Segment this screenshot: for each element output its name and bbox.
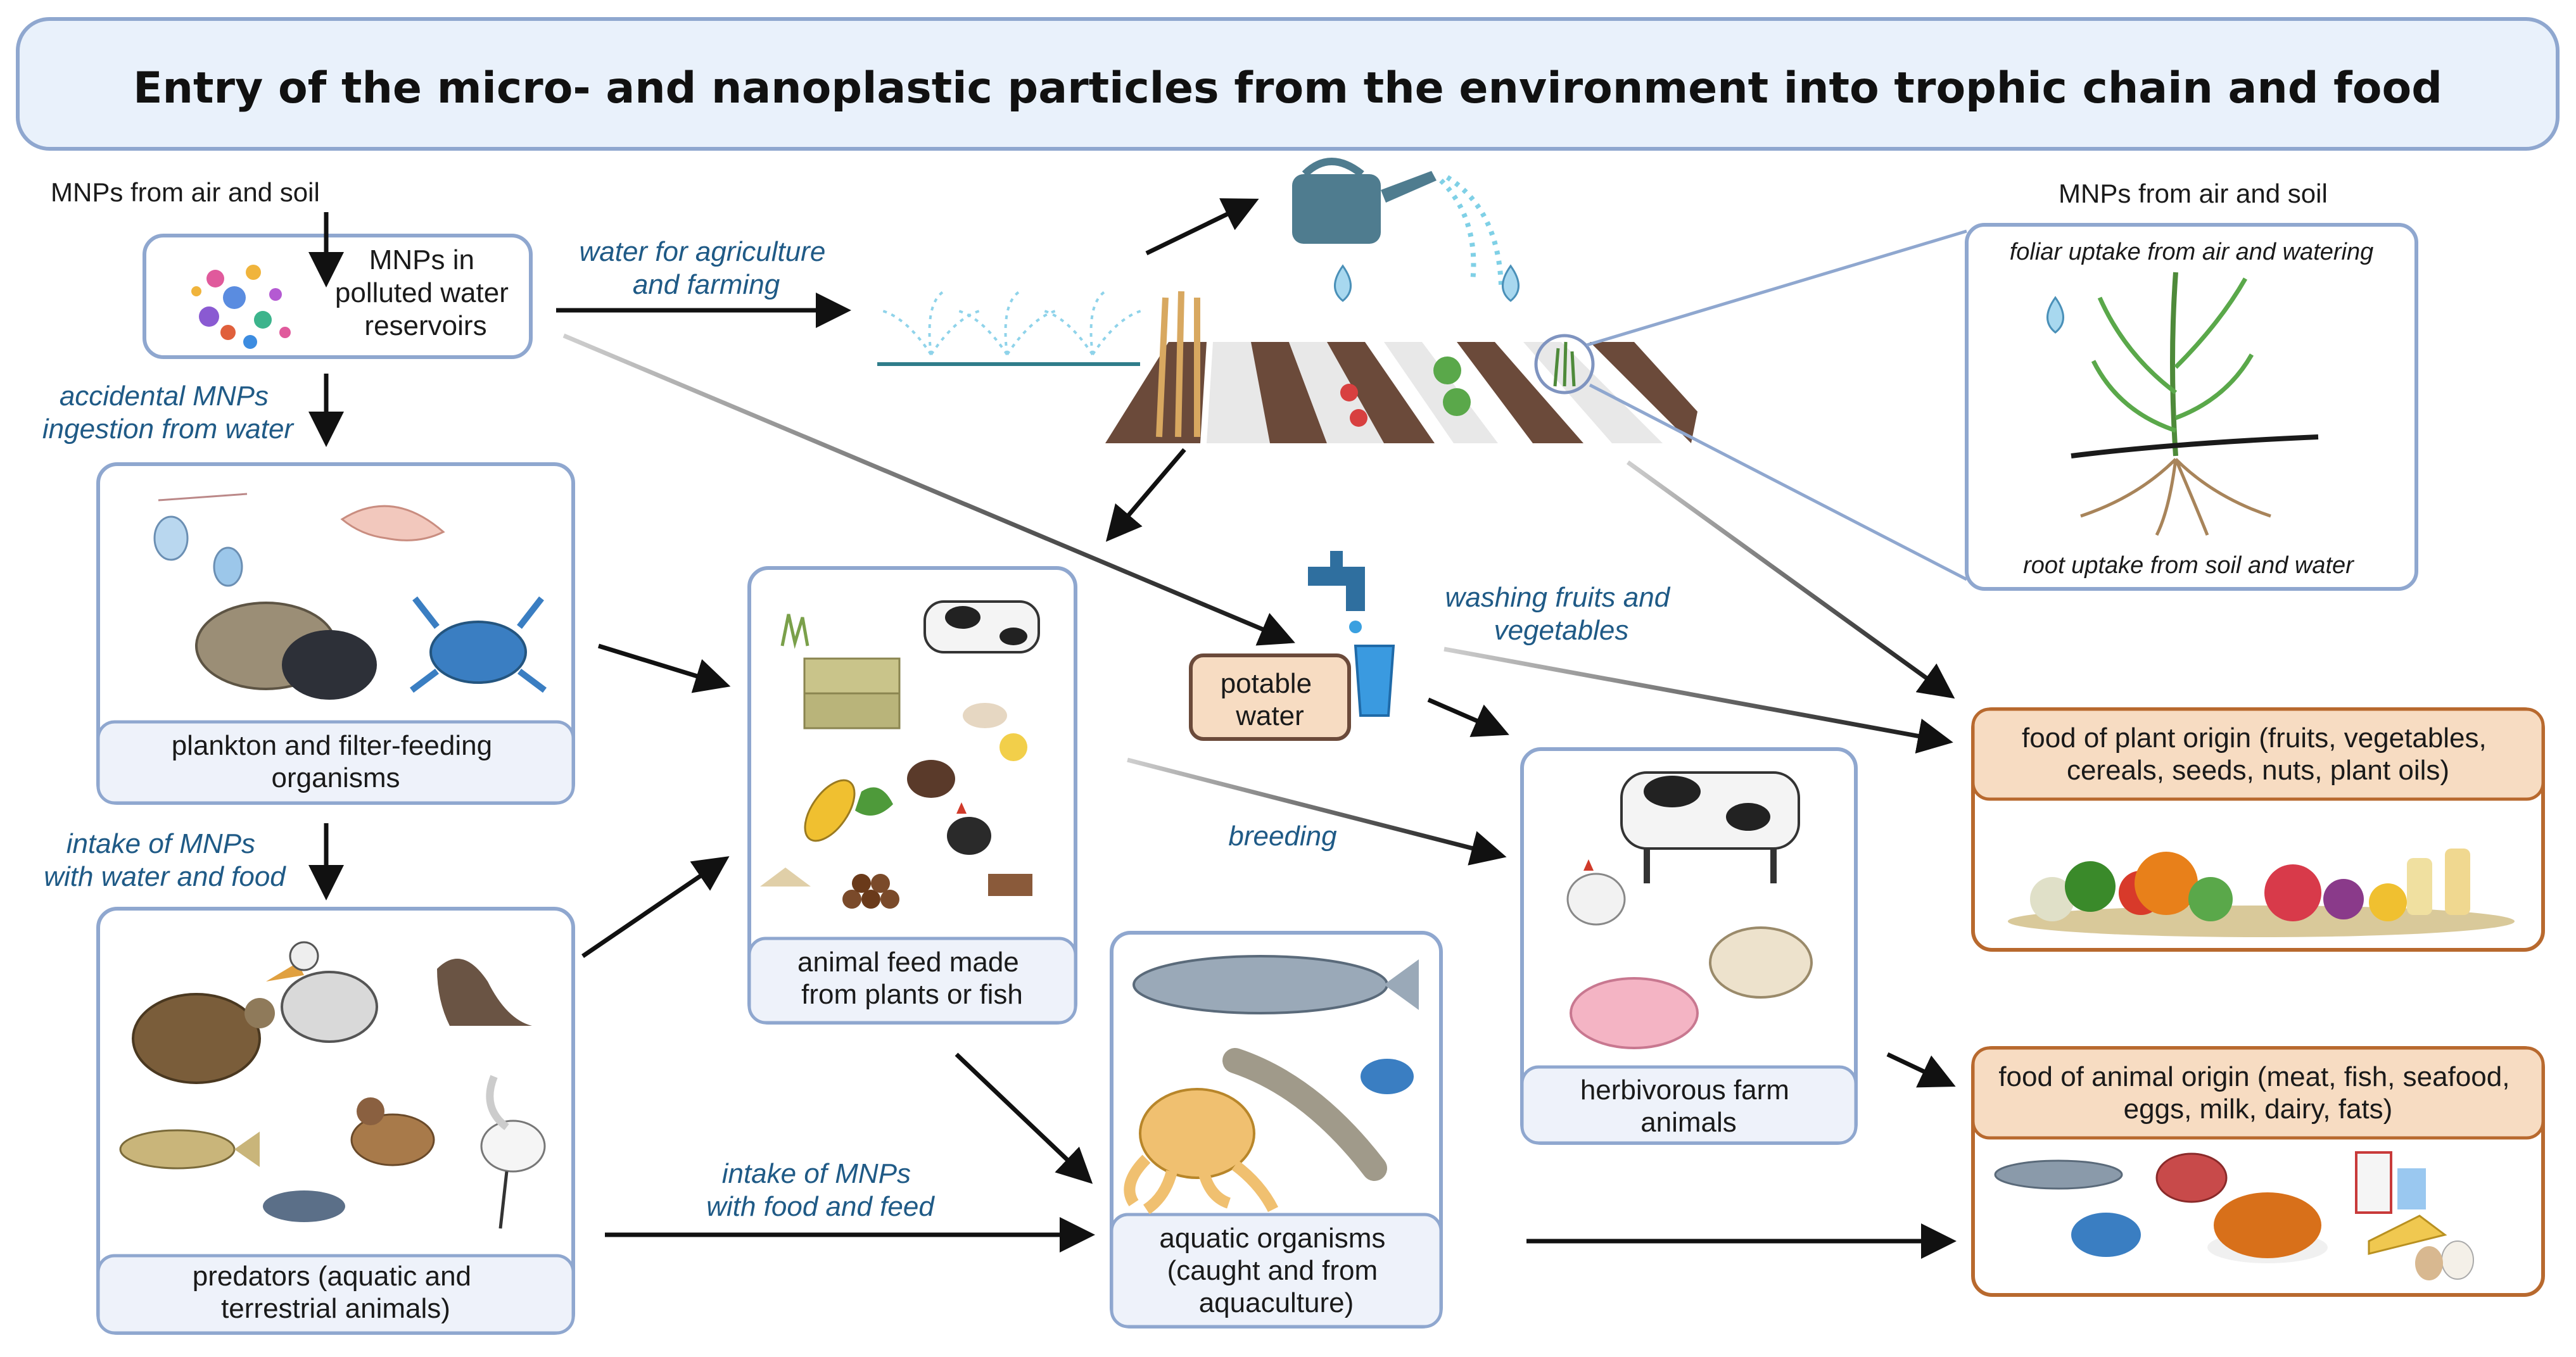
arrow-field-to-can — [1145, 198, 1259, 256]
crab-icon — [410, 596, 547, 693]
sheep-icon — [1709, 926, 1813, 999]
arrow-reservoir-to-potable — [562, 333, 1295, 646]
arrow-predators-to-feed — [581, 856, 730, 958]
fish-icon — [1994, 1159, 2123, 1190]
label-water-agri: water for agriculture and farming — [579, 236, 833, 300]
label-intake-food-feed: intake of MNPs with food and feed — [706, 1158, 935, 1222]
arrow-field-to-feed — [1105, 448, 1186, 542]
meat-icon — [2155, 1152, 2228, 1203]
arrow-plankton-to-feed — [597, 643, 731, 693]
arrow-field-to-plant-food — [1626, 460, 1955, 699]
node-potable-water: potable water — [1189, 653, 1351, 741]
arrow-potable-to-herbivorous — [1427, 697, 1509, 737]
turtle-icon — [132, 993, 275, 1084]
hay-bales-icon — [780, 614, 901, 729]
crab-icon — [2071, 1213, 2141, 1257]
crab-icon — [1361, 1059, 1414, 1094]
corn-icon — [804, 779, 893, 842]
animal-feed-label: animal feed made from plants or fish — [797, 947, 1027, 1010]
pig-icon — [1570, 977, 1699, 1049]
water-droplet-icon — [1334, 264, 1520, 302]
plant-icon — [2046, 272, 2319, 536]
potable-water-label: potable water — [1221, 668, 1320, 731]
source-label-right: MNPs from air and soil — [2059, 179, 2328, 208]
title-banner — [16, 17, 2560, 151]
animal-food-label: food of animal origin (meat, fish, seafo… — [1998, 1061, 2517, 1125]
node-herbivorous: herbivorous farm animals — [1520, 747, 1858, 1145]
milk-icon — [2355, 1151, 2426, 1214]
catfish-icon — [1222, 1048, 1387, 1181]
plant-inset: foliar uptake from air and watering root… — [1586, 223, 2418, 591]
label-washing: washing fruits and vegetables — [1445, 582, 1678, 646]
glass-icon — [1354, 645, 1395, 717]
egret-icon — [480, 1075, 546, 1229]
label-breeding: breeding — [1228, 821, 1337, 852]
salmon-icon — [1133, 955, 1419, 1014]
mussel-icon — [195, 602, 377, 700]
arrow-potable-to-plant-food — [1443, 647, 1953, 754]
label-intake-water-food: intake of MNPs with water and food — [44, 828, 286, 892]
node-reservoir: MNPs in polluted water reservoirs — [143, 234, 533, 359]
node-aquatic: aquatic organisms (caught and from aquac… — [1110, 931, 1443, 1329]
cow-icon — [923, 600, 1040, 653]
arrow-feed-to-herbivorous — [1127, 757, 1507, 866]
watering-can-icon — [1292, 158, 1504, 286]
label-accidental: accidental MNPs ingestion from water — [42, 381, 295, 445]
node-animal-feed: animal feed made from plants or fish — [747, 566, 1077, 1025]
node-plankton: plankton and filter-feeding organisms — [96, 462, 575, 805]
aquatic-label: aquatic organisms (caught and from aquac… — [1159, 1223, 1393, 1318]
feed-pellets-icon — [760, 868, 1032, 909]
eggs-icon — [2415, 1240, 2474, 1280]
arrow-feed-to-aquatic — [955, 1052, 1093, 1184]
arrow-herbivorous-to-animal-food — [1886, 1052, 1956, 1088]
node-animal-food: food of animal origin (meat, fish, seafo… — [1971, 1046, 2545, 1297]
tap-icon — [1308, 551, 1365, 633]
predators-label: predators (aquatic and terrestrial anima… — [193, 1261, 479, 1324]
plant-food-label: food of plant origin (fruits, vegetables… — [2022, 723, 2494, 786]
plankton-label: plankton and filter-feeding organisms — [172, 730, 500, 793]
cow-icon — [1620, 771, 1800, 883]
herbivorous-label: herbivorous farm animals — [1580, 1075, 1797, 1138]
chick-icon — [963, 703, 1027, 761]
plant-inset-bottom: root uptake from soil and water — [2023, 552, 2354, 579]
pelican-icon — [266, 941, 378, 1043]
sprinkler-icon — [877, 290, 1144, 366]
turkey-icon — [907, 760, 955, 798]
sea-lion-icon — [437, 959, 532, 1026]
roast-chicken-icon — [2207, 1192, 2328, 1263]
hen-icon — [947, 802, 991, 855]
arrows — [308, 198, 1957, 1259]
fish-icon — [119, 1129, 345, 1222]
zooplankton-icon — [153, 493, 248, 587]
cheese-icon — [2368, 1215, 2447, 1255]
reservoir-label: MNPs in polluted water reservoirs — [335, 244, 516, 341]
shrimp-icon — [340, 505, 445, 541]
octopus-icon — [1124, 1088, 1279, 1215]
microplastic-particles-icon — [191, 265, 291, 349]
field-icon — [1105, 291, 1697, 443]
node-predators: predators (aquatic and terrestrial anima… — [96, 907, 575, 1335]
duck-icon — [350, 1097, 435, 1166]
vegetables-icon — [2008, 849, 2515, 937]
node-plant-food: food of plant origin (fruits, vegetables… — [1971, 707, 2545, 952]
plant-inset-top: foliar uptake from air and watering — [2010, 239, 2374, 265]
source-label-left: MNPs from air and soil — [51, 177, 320, 207]
hen-icon — [1566, 859, 1626, 926]
diagram-title: Entry of the micro- and nanoplastic part… — [133, 63, 2442, 113]
